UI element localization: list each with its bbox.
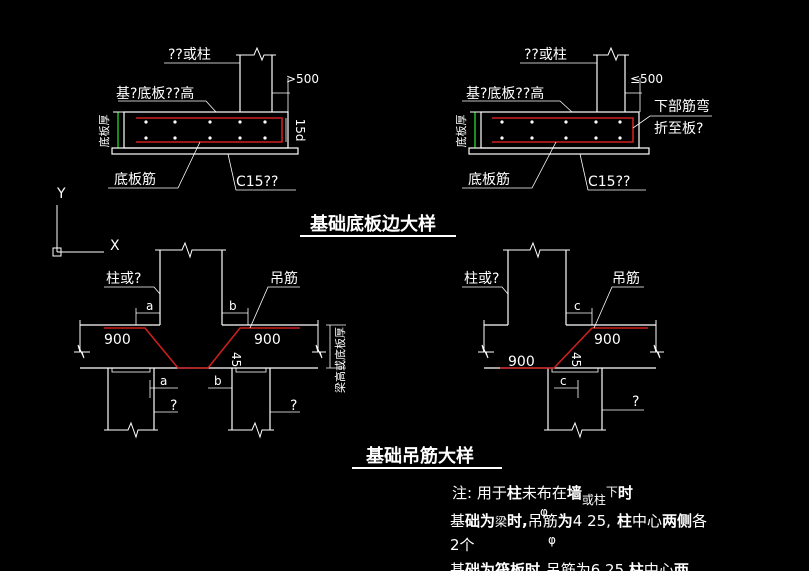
column-label: 柱或?	[464, 271, 499, 287]
unknown-dim-1: ?	[170, 398, 177, 414]
bottom-bar-label: 底板筋	[114, 171, 156, 188]
slab-edge-detail-right: 底板厚 ≤500 ??或柱 基?底板??高 底板筋 C15?? 下部筋弯 折至板…	[454, 46, 712, 191]
edge-limit-label: ≤500	[630, 72, 663, 86]
base-height-label: 基?底板??高	[466, 85, 544, 102]
column-label: 柱或?	[106, 271, 141, 287]
slab-thickness-label: 底板厚	[454, 115, 468, 148]
wall-or-column-label: ??或柱	[168, 47, 211, 63]
dim-c-top: c	[574, 299, 581, 313]
unknown-dim-1: ?	[632, 394, 639, 410]
hanger-bar-label: 吊筋	[270, 270, 298, 287]
hanger-title-group: 基础吊筋大样	[352, 445, 502, 469]
dim-a-top: a	[146, 299, 153, 313]
angle-label: 45	[229, 352, 243, 367]
edge-limit-label: >500	[286, 72, 319, 86]
hanger-length-right: 900	[594, 332, 621, 348]
slab-edge-detail-left: 底板厚 15d >500 ??或柱 基?底板??高 底板筋 C15??	[97, 46, 319, 191]
dim-c-bottom: c	[560, 374, 567, 388]
concrete-grade-label: C15??	[588, 174, 630, 190]
hanger-title: 基础吊筋大样	[365, 445, 474, 467]
phi-symbol-1: φ	[540, 505, 548, 519]
ucs-icon: Y X	[52, 186, 120, 257]
dim-b-top: b	[229, 299, 237, 313]
slab-thickness-label: 底板厚	[97, 115, 111, 148]
ucs-x-label: X	[110, 238, 120, 254]
hanger-length-right: 900	[254, 332, 281, 348]
notes-block: 注: 用于柱未布在墙或柱下时 φ 基础为梁时,吊筋为4 25,柱中心两侧各 φ …	[450, 484, 707, 571]
wall-or-column-label: ??或柱	[524, 47, 567, 63]
note-line-2: 基础为梁时,吊筋为4 25,柱中心两侧各	[450, 512, 707, 530]
slab-rebar	[492, 117, 634, 143]
hanger-length-left: 900	[508, 354, 535, 370]
bottom-bar-label: 底板筋	[468, 171, 510, 188]
rebar-dots	[500, 120, 622, 140]
beam-height-label: 梁高或底板厚	[333, 327, 347, 393]
note-line-1: 注: 用于柱未布在墙或柱下时	[452, 484, 633, 507]
ucs-y-label: Y	[56, 186, 66, 202]
unknown-dim-2: ?	[290, 398, 297, 414]
slab-rebar	[136, 117, 283, 143]
dim-b-bottom: b	[214, 374, 222, 388]
hanger-length-left: 900	[104, 332, 131, 348]
bend-note-line-2: 折至板?	[654, 121, 703, 137]
hanger-detail-right: 900 900 c c 45 ? 柱或? 吊筋	[462, 241, 664, 439]
note-line-3: 2个	[450, 536, 475, 554]
hanger-bar	[500, 327, 648, 369]
phi-symbol-2: φ	[548, 533, 556, 547]
dim-a-bottom: a	[160, 374, 167, 388]
rebar-dots	[144, 120, 267, 140]
note-line-4: 基础为筏板时,吊筋为6 25,柱中心两	[450, 561, 689, 571]
hook-length-label: 15d	[293, 119, 307, 142]
concrete-grade-label: C15??	[236, 174, 278, 190]
cushion-layer	[468, 147, 650, 155]
hanger-detail-left: 900 900 a b a b 45 ? ? 柱或? 吊筋 梁高或底板厚	[74, 241, 347, 439]
slab-edge-title-group: 基础底板边大样	[300, 213, 456, 237]
cushion-layer	[111, 147, 299, 155]
slab-edge-title: 基础底板边大样	[309, 213, 436, 235]
hanger-bar-label: 吊筋	[612, 270, 640, 287]
angle-label: 45	[569, 352, 583, 367]
bend-note-line-1: 下部筋弯	[654, 98, 710, 115]
base-height-label: 基?底板??高	[116, 85, 194, 102]
